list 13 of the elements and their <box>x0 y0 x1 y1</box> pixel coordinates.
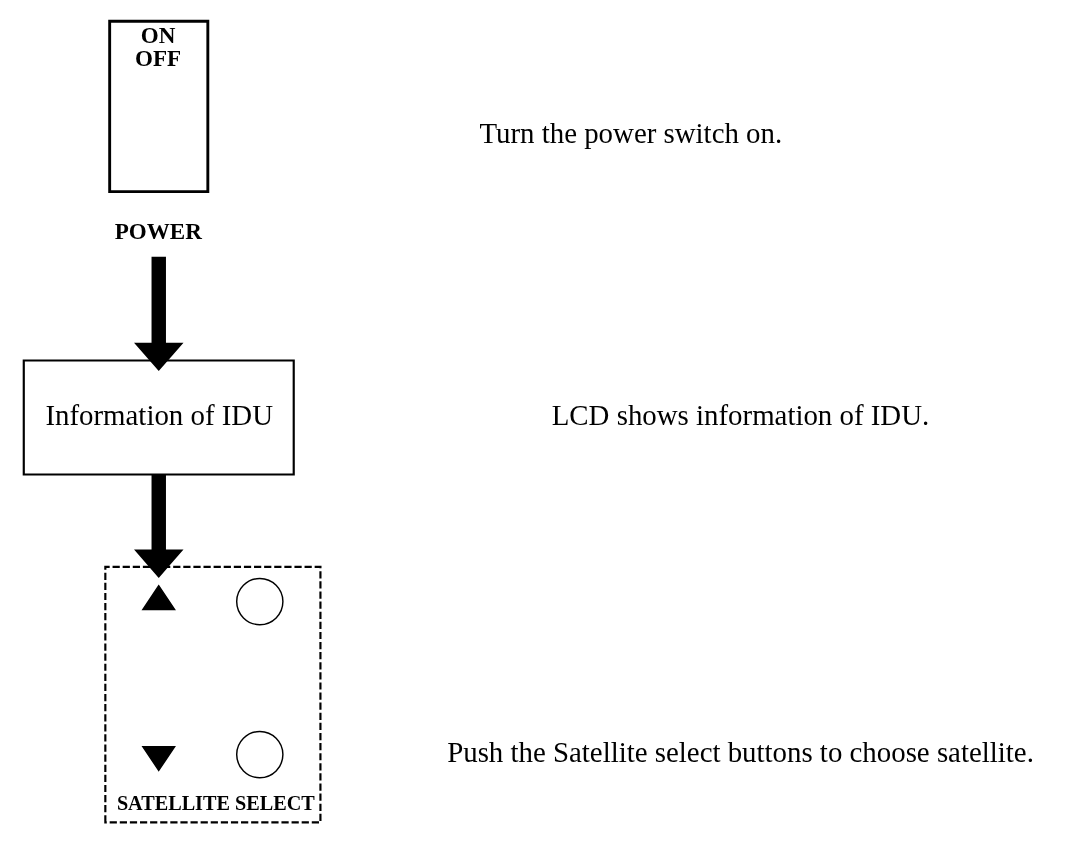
arrow <box>134 474 184 578</box>
node-circle <box>236 577 284 626</box>
cluster: SATELLITE SELECT <box>104 565 322 824</box>
node-triangle <box>141 745 176 772</box>
node-label: POWER <box>114 217 202 244</box>
node-box: ON OFF <box>108 19 210 194</box>
label: LCD shows information of IDU. <box>551 398 930 431</box>
node-circle <box>236 730 284 779</box>
label: Turn the power switch on. <box>479 116 783 149</box>
node-triangle <box>141 584 176 611</box>
node-box: Information of IDU <box>22 359 295 476</box>
arrow <box>134 256 184 372</box>
label: Push the Satellite select buttons to choose satellite. <box>447 735 1034 768</box>
